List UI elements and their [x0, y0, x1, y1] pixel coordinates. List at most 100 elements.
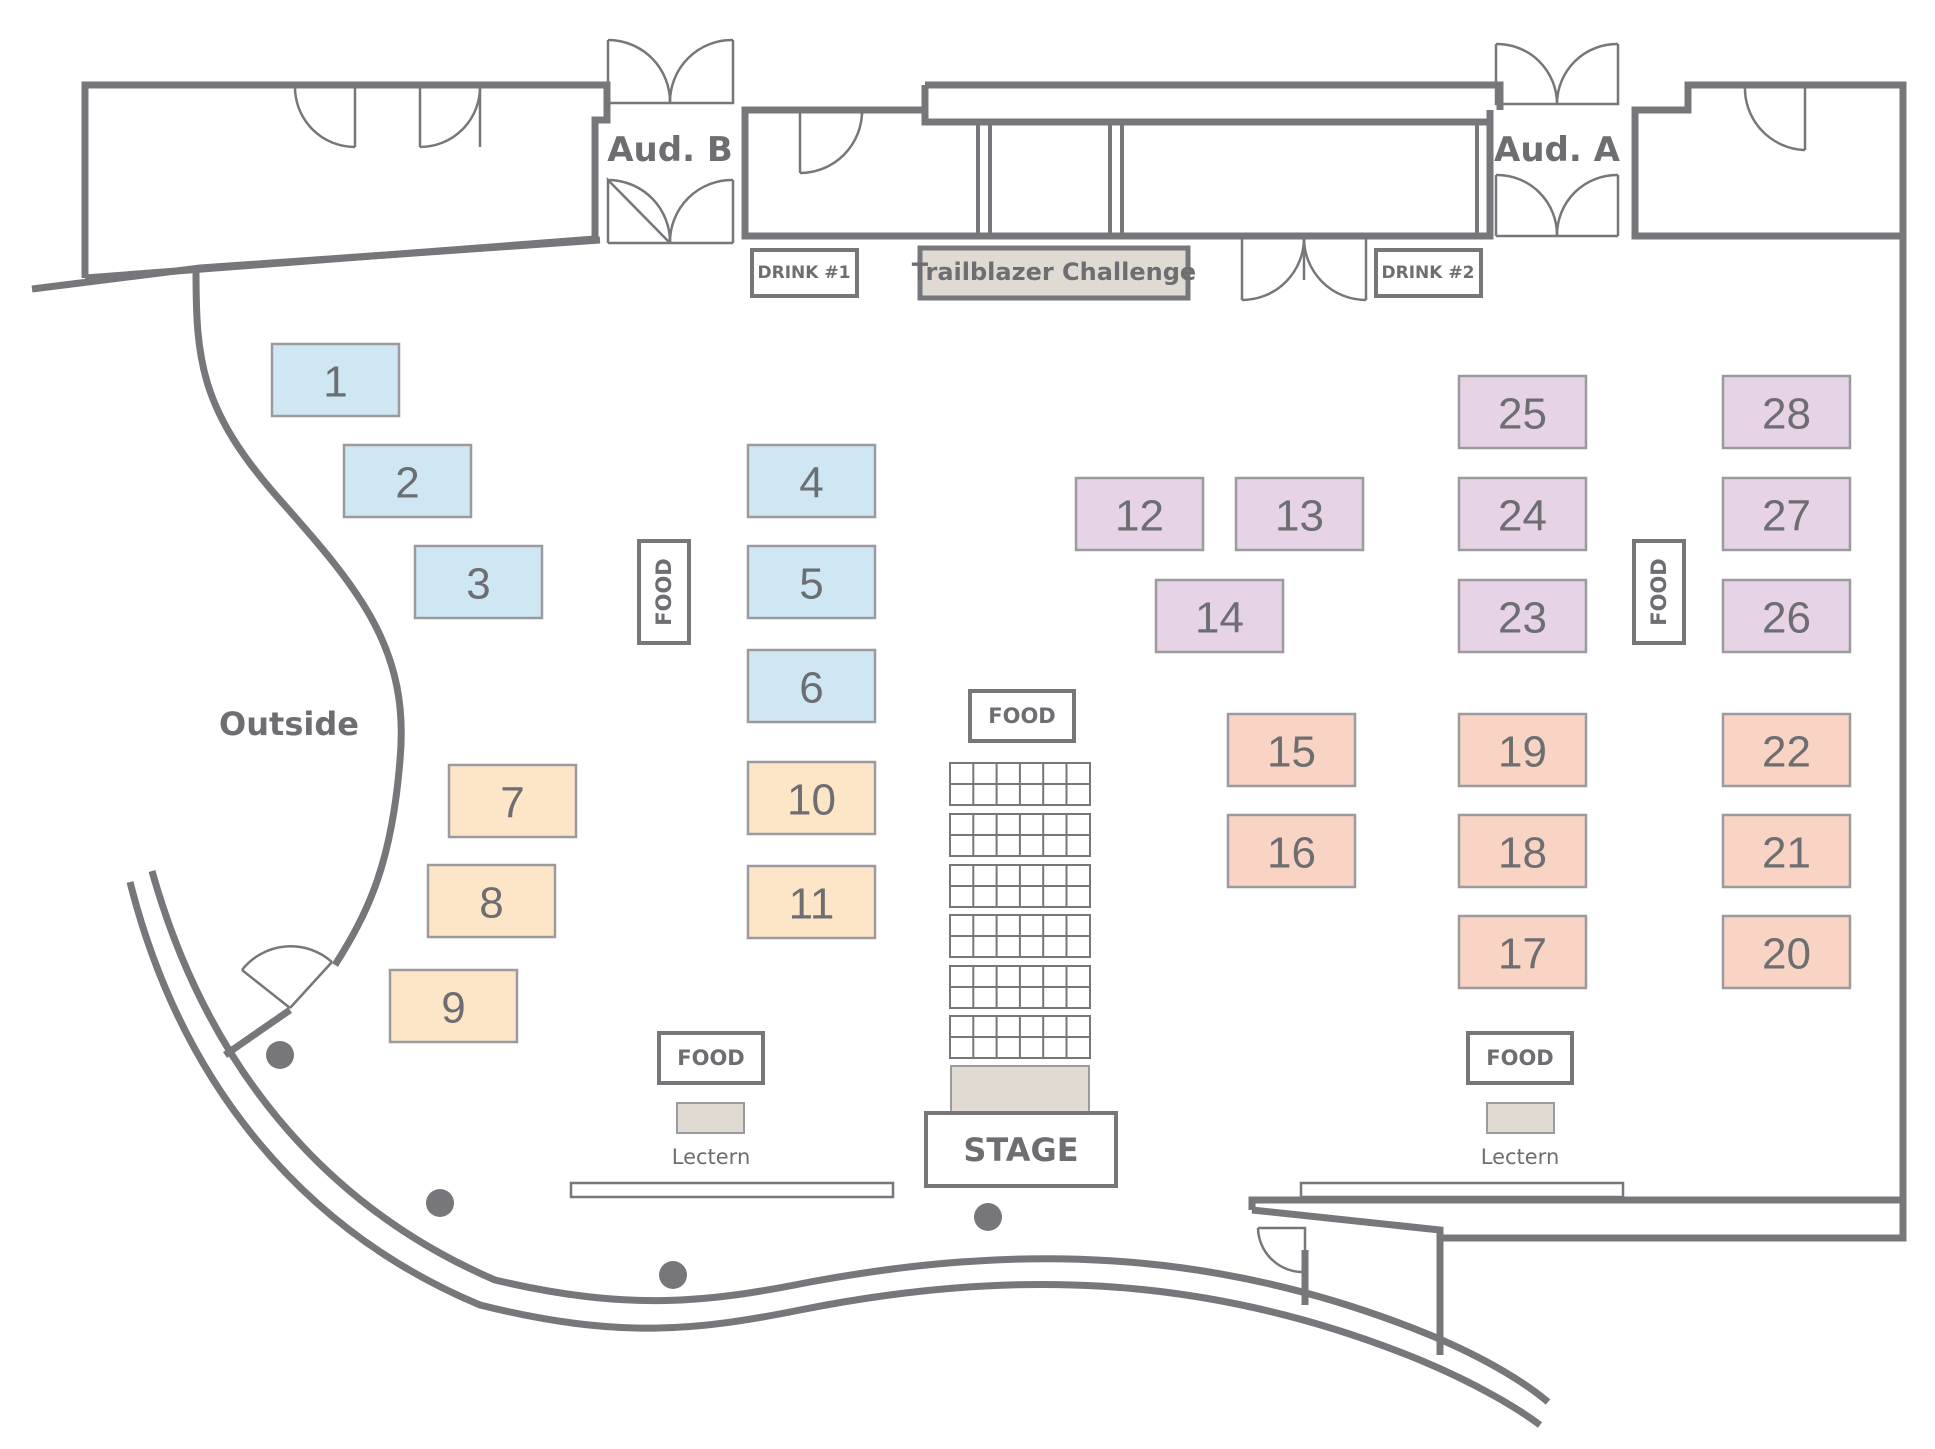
- booth-box[interactable]: [1721, 914, 1852, 990]
- pillar: [266, 1041, 294, 1069]
- booth-number: 16: [1267, 829, 1316, 878]
- booth-box[interactable]: [1721, 578, 1852, 654]
- booth-number: 20: [1762, 930, 1811, 979]
- booth-4[interactable]: 4: [746, 443, 877, 519]
- booth-box[interactable]: [1721, 476, 1852, 552]
- food-station-vertical-right: FOOD: [1632, 539, 1686, 645]
- booth-number: 13: [1275, 492, 1324, 541]
- booth-number: 10: [787, 776, 836, 825]
- audience-seating: [949, 762, 1091, 1059]
- booth-6[interactable]: 6: [746, 648, 877, 724]
- booth-box[interactable]: [1721, 712, 1852, 788]
- booth-box[interactable]: [1721, 813, 1852, 889]
- svg-text:Lectern: Lectern: [672, 1145, 751, 1169]
- booth-28[interactable]: 28: [1721, 374, 1852, 450]
- booth-number: 8: [479, 879, 503, 928]
- booth-22[interactable]: 22: [1721, 712, 1852, 788]
- booth-2[interactable]: 2: [342, 443, 473, 519]
- svg-text:DRINK #1: DRINK #1: [758, 263, 851, 283]
- booth-box[interactable]: [447, 763, 578, 839]
- booth-number: 5: [799, 560, 823, 609]
- booth-number: 9: [441, 984, 465, 1033]
- booth-number: 19: [1498, 728, 1547, 777]
- svg-text:FOOD: FOOD: [1647, 558, 1671, 625]
- booth-3[interactable]: 3: [413, 544, 544, 620]
- booth-box[interactable]: [1074, 476, 1205, 552]
- lectern-left: Lectern: [672, 1102, 751, 1169]
- room-label-aud-b: Aud. B: [607, 130, 733, 170]
- pillars: [266, 1041, 1002, 1289]
- booth-number: 2: [395, 459, 419, 508]
- booth-box[interactable]: [746, 648, 877, 724]
- booth-9[interactable]: 9: [388, 968, 519, 1044]
- booth-10[interactable]: 10: [746, 760, 877, 836]
- booth-number: 27: [1762, 492, 1811, 541]
- booth-box[interactable]: [1457, 914, 1588, 990]
- booth-box[interactable]: [746, 544, 877, 620]
- booth-11[interactable]: 11: [746, 864, 877, 940]
- booth-27[interactable]: 27: [1721, 476, 1852, 552]
- booth-23[interactable]: 23: [1457, 578, 1588, 654]
- booth-17[interactable]: 17: [1457, 914, 1588, 990]
- bench-left: [569, 1181, 895, 1199]
- booth-25[interactable]: 25: [1457, 374, 1588, 450]
- booth-box[interactable]: [1226, 712, 1357, 788]
- booth-box[interactable]: [746, 443, 877, 519]
- booth-21[interactable]: 21: [1721, 813, 1852, 889]
- booth-box[interactable]: [270, 342, 401, 418]
- booth-number: 15: [1267, 728, 1316, 777]
- area-label-outside: Outside: [219, 705, 359, 743]
- booth-box[interactable]: [342, 443, 473, 519]
- booth-20[interactable]: 20: [1721, 914, 1852, 990]
- booth-8[interactable]: 8: [426, 863, 557, 939]
- booth-number: 11: [789, 880, 835, 929]
- seating-row: [949, 965, 1091, 1009]
- booth-box[interactable]: [426, 863, 557, 939]
- booth-box[interactable]: [1457, 712, 1588, 788]
- booth-26[interactable]: 26: [1721, 578, 1852, 654]
- booth-number: 18: [1498, 829, 1547, 878]
- seating-row: [949, 1015, 1091, 1059]
- svg-text:Trailblazer Challenge: Trailblazer Challenge: [912, 258, 1196, 286]
- booth-box[interactable]: [1234, 476, 1365, 552]
- booth-box[interactable]: [746, 864, 877, 940]
- booth-box[interactable]: [1154, 578, 1285, 654]
- booth-5[interactable]: 5: [746, 544, 877, 620]
- booth-box[interactable]: [388, 968, 519, 1044]
- booth-13[interactable]: 13: [1234, 476, 1365, 552]
- booth-24[interactable]: 24: [1457, 476, 1588, 552]
- pillar: [659, 1261, 687, 1289]
- svg-text:FOOD: FOOD: [1486, 1046, 1553, 1070]
- room-label-aud-a: Aud. A: [1494, 130, 1621, 170]
- svg-text:DRINK #2: DRINK #2: [1382, 263, 1475, 283]
- booth-box[interactable]: [1457, 476, 1588, 552]
- booth-box[interactable]: [1457, 578, 1588, 654]
- booth-number: 23: [1498, 594, 1547, 643]
- booth-number: 22: [1762, 728, 1811, 777]
- svg-text:FOOD: FOOD: [677, 1046, 744, 1070]
- stage-box: [924, 1111, 1118, 1188]
- booth-12[interactable]: 12: [1074, 476, 1205, 552]
- booth-box[interactable]: [1721, 374, 1852, 450]
- seating-row: [949, 914, 1091, 958]
- booth-1[interactable]: 1: [270, 342, 401, 418]
- booth-18[interactable]: 18: [1457, 813, 1588, 889]
- booth-box[interactable]: [413, 544, 544, 620]
- booth-box[interactable]: [1457, 813, 1588, 889]
- booth-19[interactable]: 19: [1457, 712, 1588, 788]
- stage-area: STAGE: [924, 1065, 1118, 1188]
- booth-number: 25: [1498, 390, 1547, 439]
- booth-number: 7: [500, 779, 524, 828]
- booth-box[interactable]: [746, 760, 877, 836]
- booth-16[interactable]: 16: [1226, 813, 1357, 889]
- booth-box[interactable]: [1457, 374, 1588, 450]
- food-station-center: FOOD: [968, 689, 1076, 743]
- booth-box[interactable]: [1226, 813, 1357, 889]
- bench-right: [1299, 1181, 1625, 1199]
- booth-15[interactable]: 15: [1226, 712, 1357, 788]
- booth-14[interactable]: 14: [1154, 578, 1285, 654]
- booth-number: 4: [799, 459, 823, 508]
- booth-number: 17: [1498, 930, 1547, 979]
- booth-7[interactable]: 7: [447, 763, 578, 839]
